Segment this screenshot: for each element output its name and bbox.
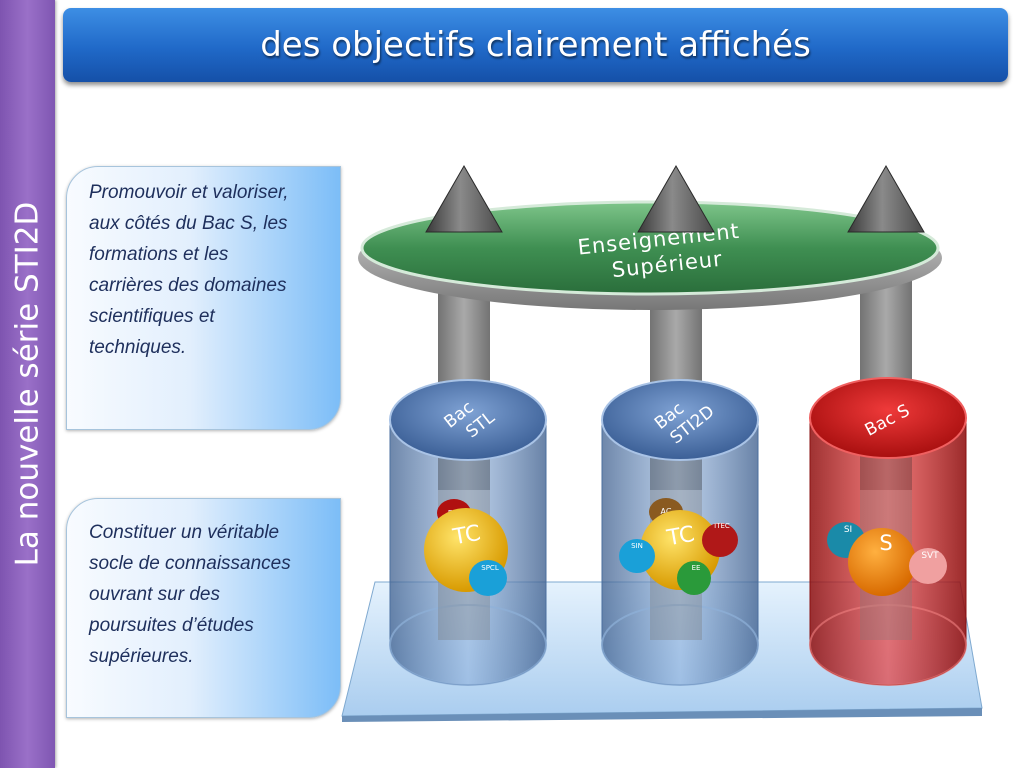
sidebar-title: La nouvelle série STI2D	[9, 201, 46, 567]
objective-text-promote: Promouvoir et valoriser, aux côtés du Ba…	[89, 182, 289, 358]
page-title: des objectifs clairement affichés	[260, 25, 811, 65]
arrow-head-1	[425, 164, 503, 233]
satellite-ee	[677, 561, 711, 595]
satellite-itec-label: ITEC	[714, 522, 730, 530]
cylinder-sti2d-top	[601, 379, 759, 461]
arrow-head-3	[847, 164, 925, 233]
cylinder-stl-bottom	[389, 604, 547, 686]
cylinder-stl-top	[389, 379, 547, 461]
satellite-sin-label: SIN	[631, 542, 643, 550]
core-s	[848, 528, 916, 596]
cylinder-s-top	[809, 377, 967, 459]
base-platform-edge	[342, 708, 982, 722]
higher-ed-ellipse	[360, 200, 940, 296]
cylinder-s-bottom	[809, 604, 967, 686]
cylinder-sti2d-bottom	[601, 604, 759, 686]
arrow-head-2	[637, 164, 715, 233]
satellite-ee-label: EE	[692, 564, 701, 572]
satellite-ac-label: AC	[661, 507, 672, 516]
core-s-label: S	[879, 531, 892, 555]
objective-text-foundation: Constituer un véritable socle de connais…	[89, 522, 291, 667]
satellite-svt	[909, 548, 947, 584]
pathway-diagram: Enseignement Supérieur Bac STL Bio TC SP…	[341, 164, 983, 722]
satellite-si-label: SI	[844, 525, 852, 535]
satellite-spcl-label: SPCL	[481, 564, 499, 572]
objective-box-foundation: Constituer un véritable socle de connais…	[66, 498, 341, 718]
satellite-sin	[619, 539, 655, 573]
sidebar: La nouvelle série STI2D	[0, 0, 55, 768]
core-tc-stl-label: TC	[450, 521, 482, 551]
header-bar: des objectifs clairement affichés	[63, 8, 1008, 82]
satellite-itec	[702, 523, 738, 557]
satellite-spcl	[469, 560, 507, 596]
objective-box-promote: Promouvoir et valoriser, aux côtés du Ba…	[66, 166, 341, 430]
satellite-svt-label: SVT	[921, 551, 939, 561]
core-tc-sti2d-label: TC	[664, 522, 696, 552]
